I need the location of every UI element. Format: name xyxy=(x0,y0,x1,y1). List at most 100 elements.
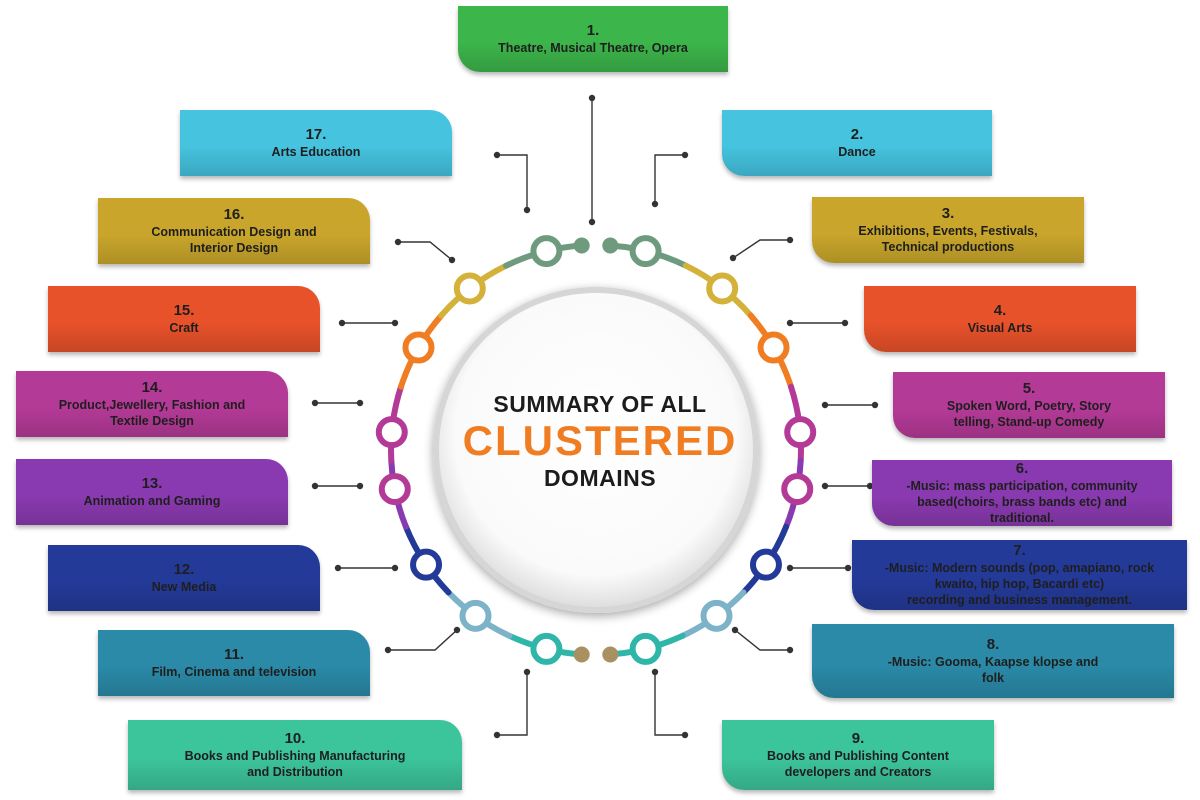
domain-box-15: 15. Craft xyxy=(48,286,320,352)
domain-number: 17. xyxy=(305,126,327,143)
connector-dot xyxy=(493,731,501,739)
connector-dot xyxy=(871,401,879,409)
domain-box-1: 1. Theatre, Musical Theatre, Opera xyxy=(458,6,728,72)
domain-box-11: 11.Film, Cinema and television xyxy=(98,630,370,696)
domain-box-5: 5. Spoken Word, Poetry, Story telling, St… xyxy=(893,372,1165,438)
ring-end-dot xyxy=(602,237,619,254)
domain-box-4: 4. Visual Arts xyxy=(864,286,1136,352)
domain-box-14: 14. Product,Jewellery, Fashion and Textil… xyxy=(16,371,288,437)
connector-dot xyxy=(391,319,399,327)
connector-line xyxy=(398,241,453,261)
ring-node-15 xyxy=(402,331,435,364)
connector-dot xyxy=(844,564,852,572)
domain-label: Craft xyxy=(169,321,199,335)
connector-dot xyxy=(448,256,456,264)
domain-number: 13. xyxy=(141,475,163,492)
center-title-line-1: SUMMARY OF ALL xyxy=(493,391,707,417)
domain-number: 16. xyxy=(223,206,245,223)
ring-node-5 xyxy=(784,416,817,449)
center-title: SUMMARY OF ALL CLUSTERED DOMAINS xyxy=(445,390,755,492)
center-title-line-3: DOMAINS xyxy=(543,465,657,491)
ring-node-16 xyxy=(453,272,486,305)
connector-dot xyxy=(786,236,794,244)
connector-dot xyxy=(729,254,737,262)
ring-end-dot xyxy=(573,646,590,663)
connector-dot xyxy=(681,151,689,159)
connector-dot xyxy=(356,399,364,407)
domain-label: Spoken Word, Poetry, Story telling, Stan… xyxy=(946,399,1112,429)
domain-number: 9. xyxy=(851,730,865,747)
domain-label: Books and Publishing Content developers … xyxy=(767,749,949,779)
connector-dot xyxy=(453,626,461,634)
connector-dot xyxy=(391,564,399,572)
center-disk xyxy=(433,287,759,613)
connector-line xyxy=(654,154,685,204)
connector-dot xyxy=(523,206,531,214)
domain-label: Visual Arts xyxy=(967,321,1033,335)
domain-box-7: 7.-Music: Modern sounds (pop, amapiano, … xyxy=(852,540,1187,610)
connector-dot xyxy=(588,218,596,226)
ring-node-12 xyxy=(410,548,443,581)
domain-number: 14. xyxy=(141,379,163,396)
domain-label: -Music: Gooma, Kaapse klopse and folk xyxy=(887,655,1099,685)
connector-dot xyxy=(311,482,319,490)
connector-dot xyxy=(821,401,829,409)
connector-dot xyxy=(493,151,501,159)
domain-box-3: 3.Exhibitions, Events, Festivals, Techni… xyxy=(812,197,1084,263)
domain-label: Dance xyxy=(838,145,876,159)
ring-node-3 xyxy=(706,272,739,305)
connector-dot xyxy=(786,646,794,654)
connector-line xyxy=(497,672,528,736)
ring-node-13 xyxy=(378,473,411,506)
domain-label: New Media xyxy=(151,580,217,594)
domain-number: 8. xyxy=(986,636,1000,653)
ring-node-17 xyxy=(530,235,563,268)
ring-node-2 xyxy=(629,235,662,268)
center-title-line-2: CLUSTERED xyxy=(462,417,738,464)
domain-box-16: 16.Communication Design and Interior Des… xyxy=(98,198,370,264)
domain-box-10: 10.Books and Publishing Manufacturing an… xyxy=(128,720,462,790)
connector-dot xyxy=(334,564,342,572)
domain-number: 4. xyxy=(993,302,1007,319)
connector-dot xyxy=(356,482,364,490)
domain-label: Animation and Gaming xyxy=(83,494,221,508)
connector-dot xyxy=(841,319,849,327)
connector-dot xyxy=(523,668,531,676)
ring-node-14 xyxy=(375,416,408,449)
domain-box-2: 2. Dance xyxy=(722,110,992,176)
ring-node-11 xyxy=(459,599,492,632)
domain-number: 2. xyxy=(850,126,864,143)
ring-node-4 xyxy=(757,331,790,364)
domain-number: 1. xyxy=(586,22,600,39)
connector-dot xyxy=(311,399,319,407)
domain-label: Theatre, Musical Theatre, Opera xyxy=(498,41,688,55)
ring-node-6 xyxy=(781,473,814,506)
connector-dot xyxy=(821,482,829,490)
connector-dot xyxy=(338,319,346,327)
domain-number: 11. xyxy=(223,646,245,663)
domain-label: Product,Jewellery, Fashion and Textile D… xyxy=(58,398,246,428)
connector-dot xyxy=(786,564,794,572)
domain-number: 12. xyxy=(173,561,195,578)
domain-number: 10. xyxy=(284,730,306,747)
connector-line xyxy=(734,629,790,651)
domain-box-6: 6.-Music: mass participation, community … xyxy=(872,460,1172,526)
connector-dot xyxy=(866,482,874,490)
connector-dot xyxy=(651,668,659,676)
connector-line xyxy=(654,672,685,736)
connector-line xyxy=(388,629,458,651)
domain-number: 5. xyxy=(1022,380,1036,397)
ring-end-dot xyxy=(602,646,619,663)
ring-node-9 xyxy=(629,632,662,665)
domain-label: -Music: mass participation, community ba… xyxy=(906,479,1138,525)
domain-number: 15. xyxy=(173,302,195,319)
domain-box-17: 17.Arts Education xyxy=(180,110,452,176)
connector-dot xyxy=(681,731,689,739)
domain-box-9: 9. Books and Publishing Content developer… xyxy=(722,720,994,790)
connector-dot xyxy=(731,626,739,634)
connector-dot xyxy=(786,319,794,327)
connector-dot xyxy=(588,94,596,102)
ring-node-8 xyxy=(700,599,733,632)
